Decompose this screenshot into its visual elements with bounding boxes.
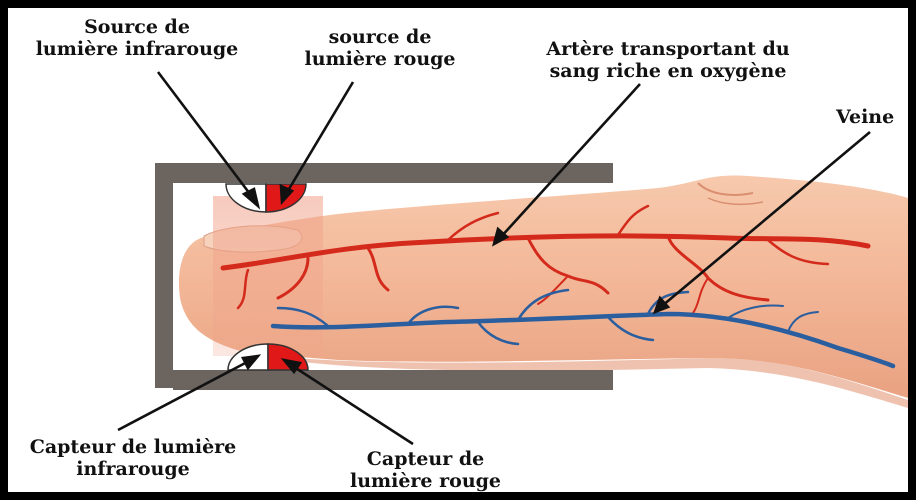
label-ir-source: Source de lumière infrarouge bbox=[12, 16, 262, 60]
diagram-frame: Source de lumière infrarouge source de l… bbox=[8, 8, 908, 492]
label-ir-sensor: Capteur de lumière infrarouge bbox=[8, 436, 258, 480]
label-red-source: source de lumière rouge bbox=[290, 26, 470, 70]
label-artery: Artère transportant du sang riche en oxy… bbox=[508, 38, 828, 82]
clip-back-bar bbox=[155, 163, 173, 388]
label-red-sensor: Capteur de lumière rouge bbox=[338, 448, 513, 492]
label-vein: Veine bbox=[836, 106, 894, 128]
clip-bottom-bar bbox=[173, 370, 613, 390]
light-beam bbox=[213, 196, 323, 356]
